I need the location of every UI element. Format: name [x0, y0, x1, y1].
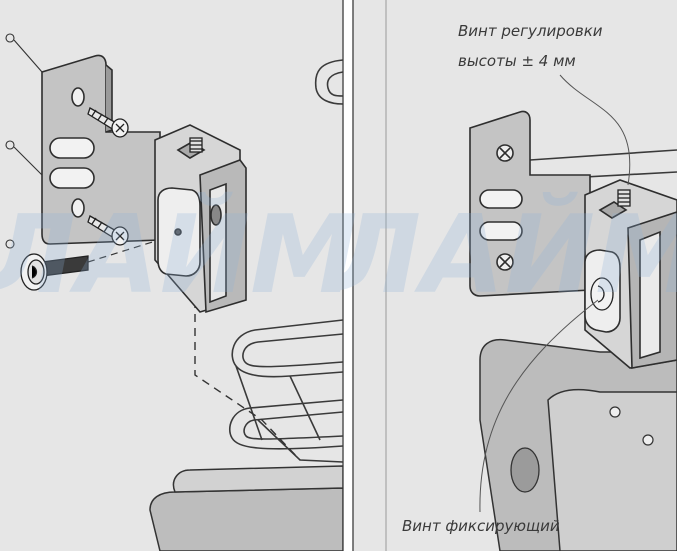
wire-basket — [228, 59, 343, 463]
cabinet-front-face — [547, 388, 677, 551]
callout-height-screw-line1: Винт регулировки — [458, 22, 603, 40]
wood-screw-top — [87, 107, 129, 138]
height-adjust-screw-right — [617, 189, 631, 207]
leader-line-height — [559, 74, 631, 186]
watermark-text-left: ЛАЙМ — [0, 191, 358, 318]
alignment-dashed-line — [194, 300, 301, 461]
bracket-housing-right — [584, 179, 677, 369]
wheel — [510, 447, 540, 493]
watermark-logo: ЛАЙМ ЛАЙМ — [0, 191, 677, 318]
callout-height-screw-line2: высоты ± 4 мм — [458, 52, 576, 70]
right-view — [469, 74, 677, 551]
bracket-housing — [154, 124, 247, 314]
cabinet-block-top — [172, 465, 343, 493]
cabinet-block — [149, 487, 343, 551]
watermark-text-right: ЛАЙМ — [328, 191, 677, 318]
leader-line-fixing — [479, 299, 599, 513]
height-adjust-screw-left — [189, 137, 203, 153]
fixing-screw-right — [590, 277, 614, 311]
fixing-screw-left — [20, 253, 89, 291]
callout-fixing-screw: Винт фиксирующий — [402, 517, 560, 535]
hole-markers — [5, 33, 43, 249]
mounting-bracket — [41, 54, 161, 245]
mounting-bracket-right — [469, 110, 591, 297]
left-view — [5, 33, 343, 551]
wood-screw-bottom — [87, 215, 129, 246]
